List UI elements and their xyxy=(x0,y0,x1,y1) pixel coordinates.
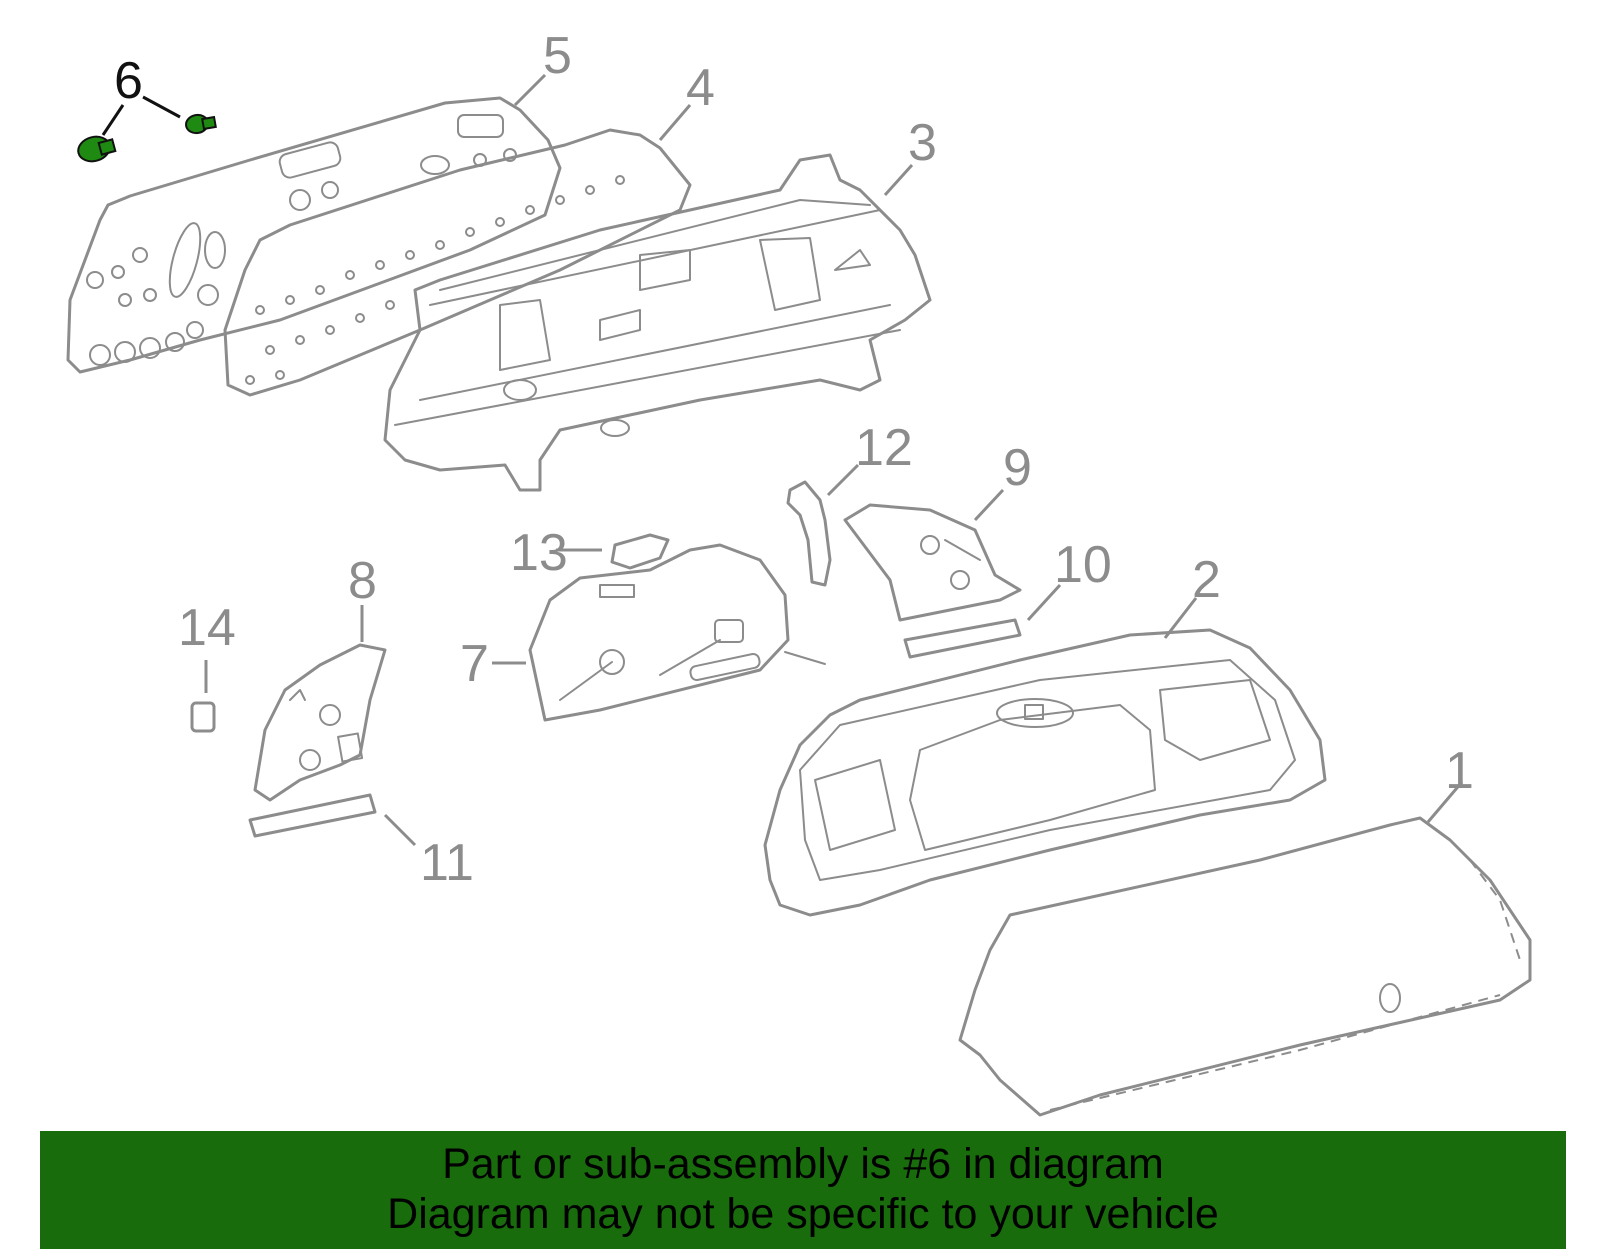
callout-12: 12 xyxy=(855,419,913,477)
part-12-light-pipe[interactable] xyxy=(786,480,832,587)
bulb-right[interactable] xyxy=(185,113,217,135)
part-8-small-gauge[interactable] xyxy=(253,643,387,802)
callout-6: 6 xyxy=(114,52,143,110)
caption-line-2: Diagram may not be specific to your vehi… xyxy=(387,1190,1219,1238)
part-10-strip[interactable] xyxy=(903,618,1022,659)
callout-1: 1 xyxy=(1445,742,1474,800)
callout-labels: 1 2 3 4 5 6 7 8 9 10 11 12 13 14 xyxy=(114,27,1474,892)
callout-13: 13 xyxy=(510,524,568,582)
caption-line-1: Part or sub-assembly is #6 in diagram xyxy=(442,1140,1164,1188)
caption-bar: Part or sub-assembly is #6 in diagram Di… xyxy=(40,1131,1566,1249)
part-7-gauge-face[interactable] xyxy=(528,543,826,722)
part-1-lens[interactable] xyxy=(958,816,1532,1117)
part-14-cap[interactable] xyxy=(190,701,216,733)
part-6-bulbs[interactable] xyxy=(75,113,217,165)
bulb-left[interactable] xyxy=(75,133,117,164)
part-4-circuit-board[interactable] xyxy=(223,128,692,397)
part-3-cluster-case[interactable] xyxy=(383,153,932,492)
callout-11: 11 xyxy=(420,834,474,892)
callout-5: 5 xyxy=(543,27,572,85)
callout-2: 2 xyxy=(1192,551,1221,609)
part-11-strip[interactable] xyxy=(248,793,377,838)
callout-7: 7 xyxy=(460,635,489,693)
part-2-cluster-bezel[interactable] xyxy=(763,628,1327,917)
part-9-gauge-face[interactable] xyxy=(843,503,1022,622)
callout-8: 8 xyxy=(348,552,377,610)
part-5-circuit-board[interactable] xyxy=(66,96,562,374)
leader-lines xyxy=(101,73,1464,847)
part-13-small-lens[interactable] xyxy=(610,533,670,570)
callout-9: 9 xyxy=(1003,439,1032,497)
callout-3: 3 xyxy=(908,114,937,172)
callout-4: 4 xyxy=(686,59,715,117)
callout-14: 14 xyxy=(178,599,236,657)
callout-10: 10 xyxy=(1054,536,1112,594)
